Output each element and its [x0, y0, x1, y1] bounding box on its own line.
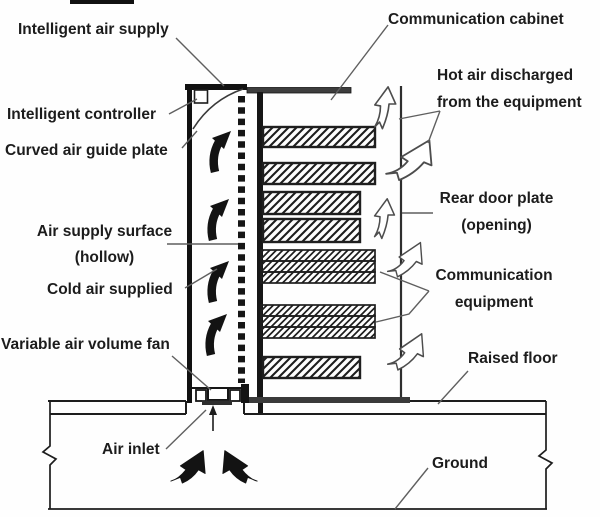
cabinet-base-strip — [246, 397, 410, 403]
pointer-lines — [165, 24, 469, 510]
air-inlet-arrows — [170, 405, 258, 484]
cropped-artifact-bar — [70, 0, 134, 4]
intelligent-controller-box — [193, 89, 209, 104]
right-break-line — [537, 401, 554, 509]
rack-rail-foot — [258, 402, 263, 413]
intake-arrow-left — [170, 450, 206, 484]
label-air-supply-line1: Air supply surface — [36, 223, 173, 240]
equipment-shelf — [260, 304, 376, 339]
label-hot-air-line2: from the equipment — [437, 94, 582, 111]
label-air-supply-line2: (hollow) — [74, 249, 135, 266]
equipment-shelf — [261, 161, 377, 186]
equipment-shelf — [261, 355, 362, 380]
label-rear-door-line2: (opening) — [461, 217, 532, 234]
hot-air-arrows — [373, 86, 433, 371]
label-ground: Ground — [432, 455, 488, 472]
pointer-intelligent-controller — [168, 98, 198, 115]
label-communication-equipment: Communication equipment — [430, 262, 558, 316]
curved-air-guide-plate-line — [192, 88, 244, 130]
label-comm-equip-line2: equipment — [454, 294, 534, 311]
pointer-cold-air-supplied — [184, 268, 218, 289]
equipment-shelf — [260, 249, 376, 284]
equipment-shelf — [261, 190, 362, 216]
label-intelligent-controller: Intelligent controller — [7, 106, 156, 123]
pointer-air-inlet — [165, 409, 207, 450]
hot-air-arrow — [373, 198, 396, 240]
hot-air-arrow — [386, 332, 425, 371]
pointer-ground — [394, 467, 429, 510]
hot-air-arrow — [385, 139, 433, 182]
equipment-shelf — [261, 125, 377, 149]
hot-air-arrow — [386, 241, 423, 278]
label-cold-air-supplied: Cold air supplied — [47, 281, 173, 298]
left-break-line — [41, 401, 58, 509]
intake-arrow-right — [222, 450, 258, 484]
pointer-raised-floor — [437, 370, 469, 405]
pointer-communication-cabinet — [330, 24, 389, 101]
label-raised-floor: Raised floor — [468, 350, 558, 367]
cold-air-arrow — [210, 199, 229, 240]
equipment-shelf — [261, 217, 362, 244]
label-hot-air-discharged: Hot air discharged from the equipment — [437, 62, 582, 116]
air-inlet-small-arrow — [209, 405, 217, 415]
cabinet-top-plate — [246, 87, 352, 94]
cold-air-arrow — [208, 314, 227, 355]
label-comm-equip-line1: Communication — [435, 267, 553, 284]
variable-air-volume-fan-assembly — [192, 384, 249, 405]
plenum-top-bar — [185, 84, 247, 90]
label-hot-air-line1: Hot air discharged — [437, 67, 574, 84]
cold-air-arrow — [212, 131, 231, 172]
pointer-hot-air-fork — [398, 110, 441, 144]
label-air-inlet: Air inlet — [102, 441, 160, 458]
pointer-curved-air-guide-plate — [181, 130, 198, 149]
label-variable-air-volume-fan: Variable air volume fan — [1, 336, 170, 353]
rack-rail — [257, 92, 263, 402]
label-curved-air-guide-plate: Curved air guide plate — [5, 142, 168, 159]
communication-equipment-shelves — [260, 125, 377, 380]
label-air-supply-surface: Air supply surface (hollow) — [33, 219, 176, 271]
pointer-variable-fan — [171, 355, 212, 391]
label-intelligent-air-supply: Intelligent air supply — [18, 21, 169, 38]
label-rear-door-line1: Rear door plate — [439, 190, 554, 207]
pointer-comm-equipment-fork — [375, 271, 430, 323]
cold-air-arrow — [210, 261, 229, 302]
cold-air-arrows — [208, 131, 231, 355]
hot-air-arrow — [373, 86, 397, 130]
label-communication-cabinet: Communication cabinet — [388, 11, 564, 28]
label-rear-door-plate: Rear door plate (opening) — [435, 185, 558, 239]
pointer-intelligent-air-supply — [175, 37, 225, 87]
